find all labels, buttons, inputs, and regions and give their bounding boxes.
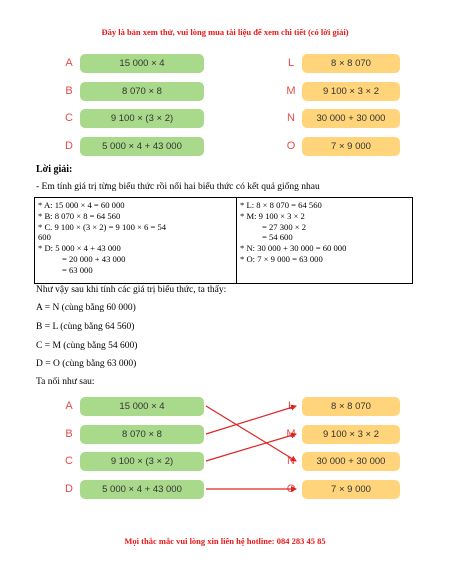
table-left-line: = 63 000 bbox=[62, 264, 93, 275]
expr-box-b: 8 070 × 8 bbox=[80, 425, 204, 444]
table-left-line: * D: 5 000 × 4 + 43 000 bbox=[38, 243, 121, 254]
expr-box-b: 8 070 × 8 bbox=[80, 82, 204, 101]
expr-box-a: 15 000 × 4 bbox=[80, 54, 204, 73]
letter-c: C bbox=[65, 112, 73, 124]
solution-heading: Lời giải: bbox=[36, 164, 73, 175]
letter-c: C bbox=[65, 455, 73, 467]
equality-line: A = N (cùng bằng 60 000) bbox=[36, 303, 136, 313]
table-left-line: * C. 9 100 × (3 × 2) = 9 100 × 6 = 54 bbox=[38, 221, 167, 232]
letter-a: A bbox=[65, 57, 73, 69]
expr-box-o: 7 × 9 000 bbox=[302, 137, 400, 156]
expr-box-m: 9 100 × 3 × 2 bbox=[302, 425, 400, 444]
equality-line: B = L (cùng bằng 64 560) bbox=[36, 322, 135, 332]
connector-b-l bbox=[205, 404, 297, 435]
letter-d: D bbox=[65, 483, 73, 495]
expr-box-n: 30 000 + 30 000 bbox=[302, 109, 400, 128]
letter-b: B bbox=[65, 85, 73, 97]
letter-b: B bbox=[65, 428, 73, 440]
table-left-line: = 20 000 + 43 000 bbox=[62, 253, 126, 264]
expr-box-c: 9 100 × (3 × 2) bbox=[80, 452, 204, 471]
letter-n: N bbox=[287, 112, 295, 124]
solution-summary: Như vậy sau khi tính các giá trị biểu th… bbox=[36, 285, 227, 295]
equality-line: D = O (cùng bằng 63 000) bbox=[36, 359, 137, 369]
expr-box-l: 8 × 8 070 bbox=[302, 397, 400, 416]
letter-a: A bbox=[65, 400, 73, 412]
letter-o: O bbox=[286, 140, 296, 152]
letter-n: N bbox=[287, 455, 295, 467]
table-left-line: * A: 15 000 × 4 = 60 000 bbox=[38, 200, 125, 210]
connector-a-n bbox=[205, 405, 297, 462]
letter-l: L bbox=[287, 400, 295, 412]
letter-d: D bbox=[65, 140, 73, 152]
table-left-line: * B: 8 070 × 8 = 64 560 bbox=[38, 210, 121, 221]
expr-box-n: 30 000 + 30 000 bbox=[302, 452, 400, 471]
letter-o: O bbox=[286, 483, 296, 495]
table-right-line: * O: 7 × 9 000 = 63 000 bbox=[240, 253, 323, 264]
expr-box-l: 8 × 8 070 bbox=[302, 54, 400, 73]
table-right-line: = 27 300 × 2 bbox=[262, 221, 307, 232]
table-left-column: * A: 15 000 × 4 = 60 000 * B: 8 070 × 8 … bbox=[38, 200, 166, 276]
expr-box-o: 7 × 9 000 bbox=[302, 480, 400, 499]
letter-m: M bbox=[286, 85, 296, 97]
expr-box-d: 5 000 × 4 + 43 000 bbox=[80, 137, 204, 156]
solution-intro: - Em tính giá trị từng biểu thức rồi nối… bbox=[36, 182, 320, 192]
connector-c-m bbox=[205, 432, 297, 462]
solution-table: * A: 15 000 × 4 = 60 000 * B: 8 070 × 8 … bbox=[34, 197, 413, 284]
table-right-column: * L: 8 × 8 070 = 64 560 * M: 9 100 × 3 ×… bbox=[240, 200, 346, 265]
equality-line: C = M (cùng bằng 54 600) bbox=[36, 341, 138, 351]
table-right-line: * M: 9 100 × 3 × 2 bbox=[240, 210, 305, 221]
connect-label: Ta nối như sau: bbox=[36, 377, 95, 387]
expr-box-a: 15 000 × 4 bbox=[80, 397, 204, 416]
letter-l: L bbox=[287, 57, 295, 69]
expr-box-c: 9 100 × (3 × 2) bbox=[80, 109, 204, 128]
letter-m: M bbox=[286, 428, 296, 440]
expr-box-d: 5 000 × 4 + 43 000 bbox=[80, 480, 204, 499]
table-right-line: * N: 30 000 + 30 000 = 60 000 bbox=[240, 243, 347, 254]
expr-box-m: 9 100 × 3 × 2 bbox=[302, 82, 400, 101]
header-notice: Đây là bản xem thử, vui lòng mua tài liệ… bbox=[101, 27, 349, 37]
footer-notice: Mọi thắc mắc vui lòng xin liên hệ hotlin… bbox=[124, 536, 326, 546]
table-left-line: 600 bbox=[38, 232, 51, 243]
table-right-line: * L: 8 × 8 070 = 64 560 bbox=[240, 200, 322, 210]
table-divider bbox=[236, 198, 237, 283]
table-right-line: = 54 600 bbox=[262, 232, 293, 243]
